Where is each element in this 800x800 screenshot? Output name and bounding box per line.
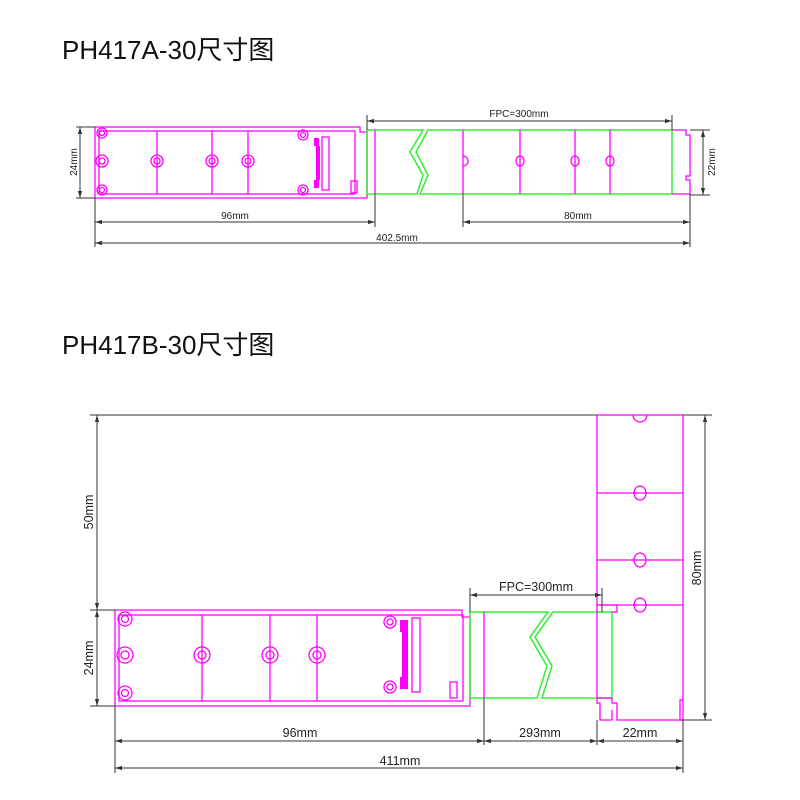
m2-connector-a bbox=[314, 136, 358, 194]
mounting-holes-b bbox=[116, 611, 397, 701]
diagram-a: FPC=300mm 24mm 22mm 96mm 80mm 402.5mm bbox=[69, 109, 718, 247]
diagram-a-title: PH417A-30尺寸图 bbox=[62, 35, 275, 65]
dimensions-a bbox=[76, 115, 710, 247]
m2-card-b bbox=[596, 414, 684, 721]
offset-height-label-b: 50mm bbox=[82, 495, 96, 530]
diagram-b-title: PH417B-30尺寸图 bbox=[62, 330, 275, 360]
fpc-length-label-b: FPC=300mm bbox=[499, 580, 573, 594]
dimensions-b bbox=[90, 414, 712, 773]
card-length-label-b: 22mm bbox=[623, 726, 658, 740]
fpc-length-label-a: FPC=300mm bbox=[489, 109, 548, 120]
adapter-board-a bbox=[94, 126, 368, 199]
fpc-segment-label-b: 293mm bbox=[519, 726, 561, 740]
mounting-holes-a bbox=[95, 127, 309, 196]
m2-card-a bbox=[462, 129, 691, 195]
height-right-label-b: 80mm bbox=[690, 551, 704, 586]
height-right-label-a: 22mm bbox=[707, 148, 718, 176]
diagram-b: FPC=300mm 50mm 24mm 80mm 96mm 293mm 22mm… bbox=[82, 414, 712, 773]
height-left-label-b: 24mm bbox=[82, 641, 96, 676]
fpc-cable-b bbox=[469, 611, 613, 699]
board-length-label-b: 96mm bbox=[283, 726, 318, 740]
total-length-label-b: 411mm bbox=[380, 754, 421, 768]
card-length-label-a: 80mm bbox=[564, 211, 592, 222]
total-length-label-a: 402.5mm bbox=[376, 233, 418, 244]
height-left-label-a: 24mm bbox=[69, 148, 80, 176]
m2-connector-b bbox=[400, 617, 458, 699]
adapter-board-b bbox=[114, 609, 471, 707]
board-length-label-a: 96mm bbox=[221, 211, 249, 222]
